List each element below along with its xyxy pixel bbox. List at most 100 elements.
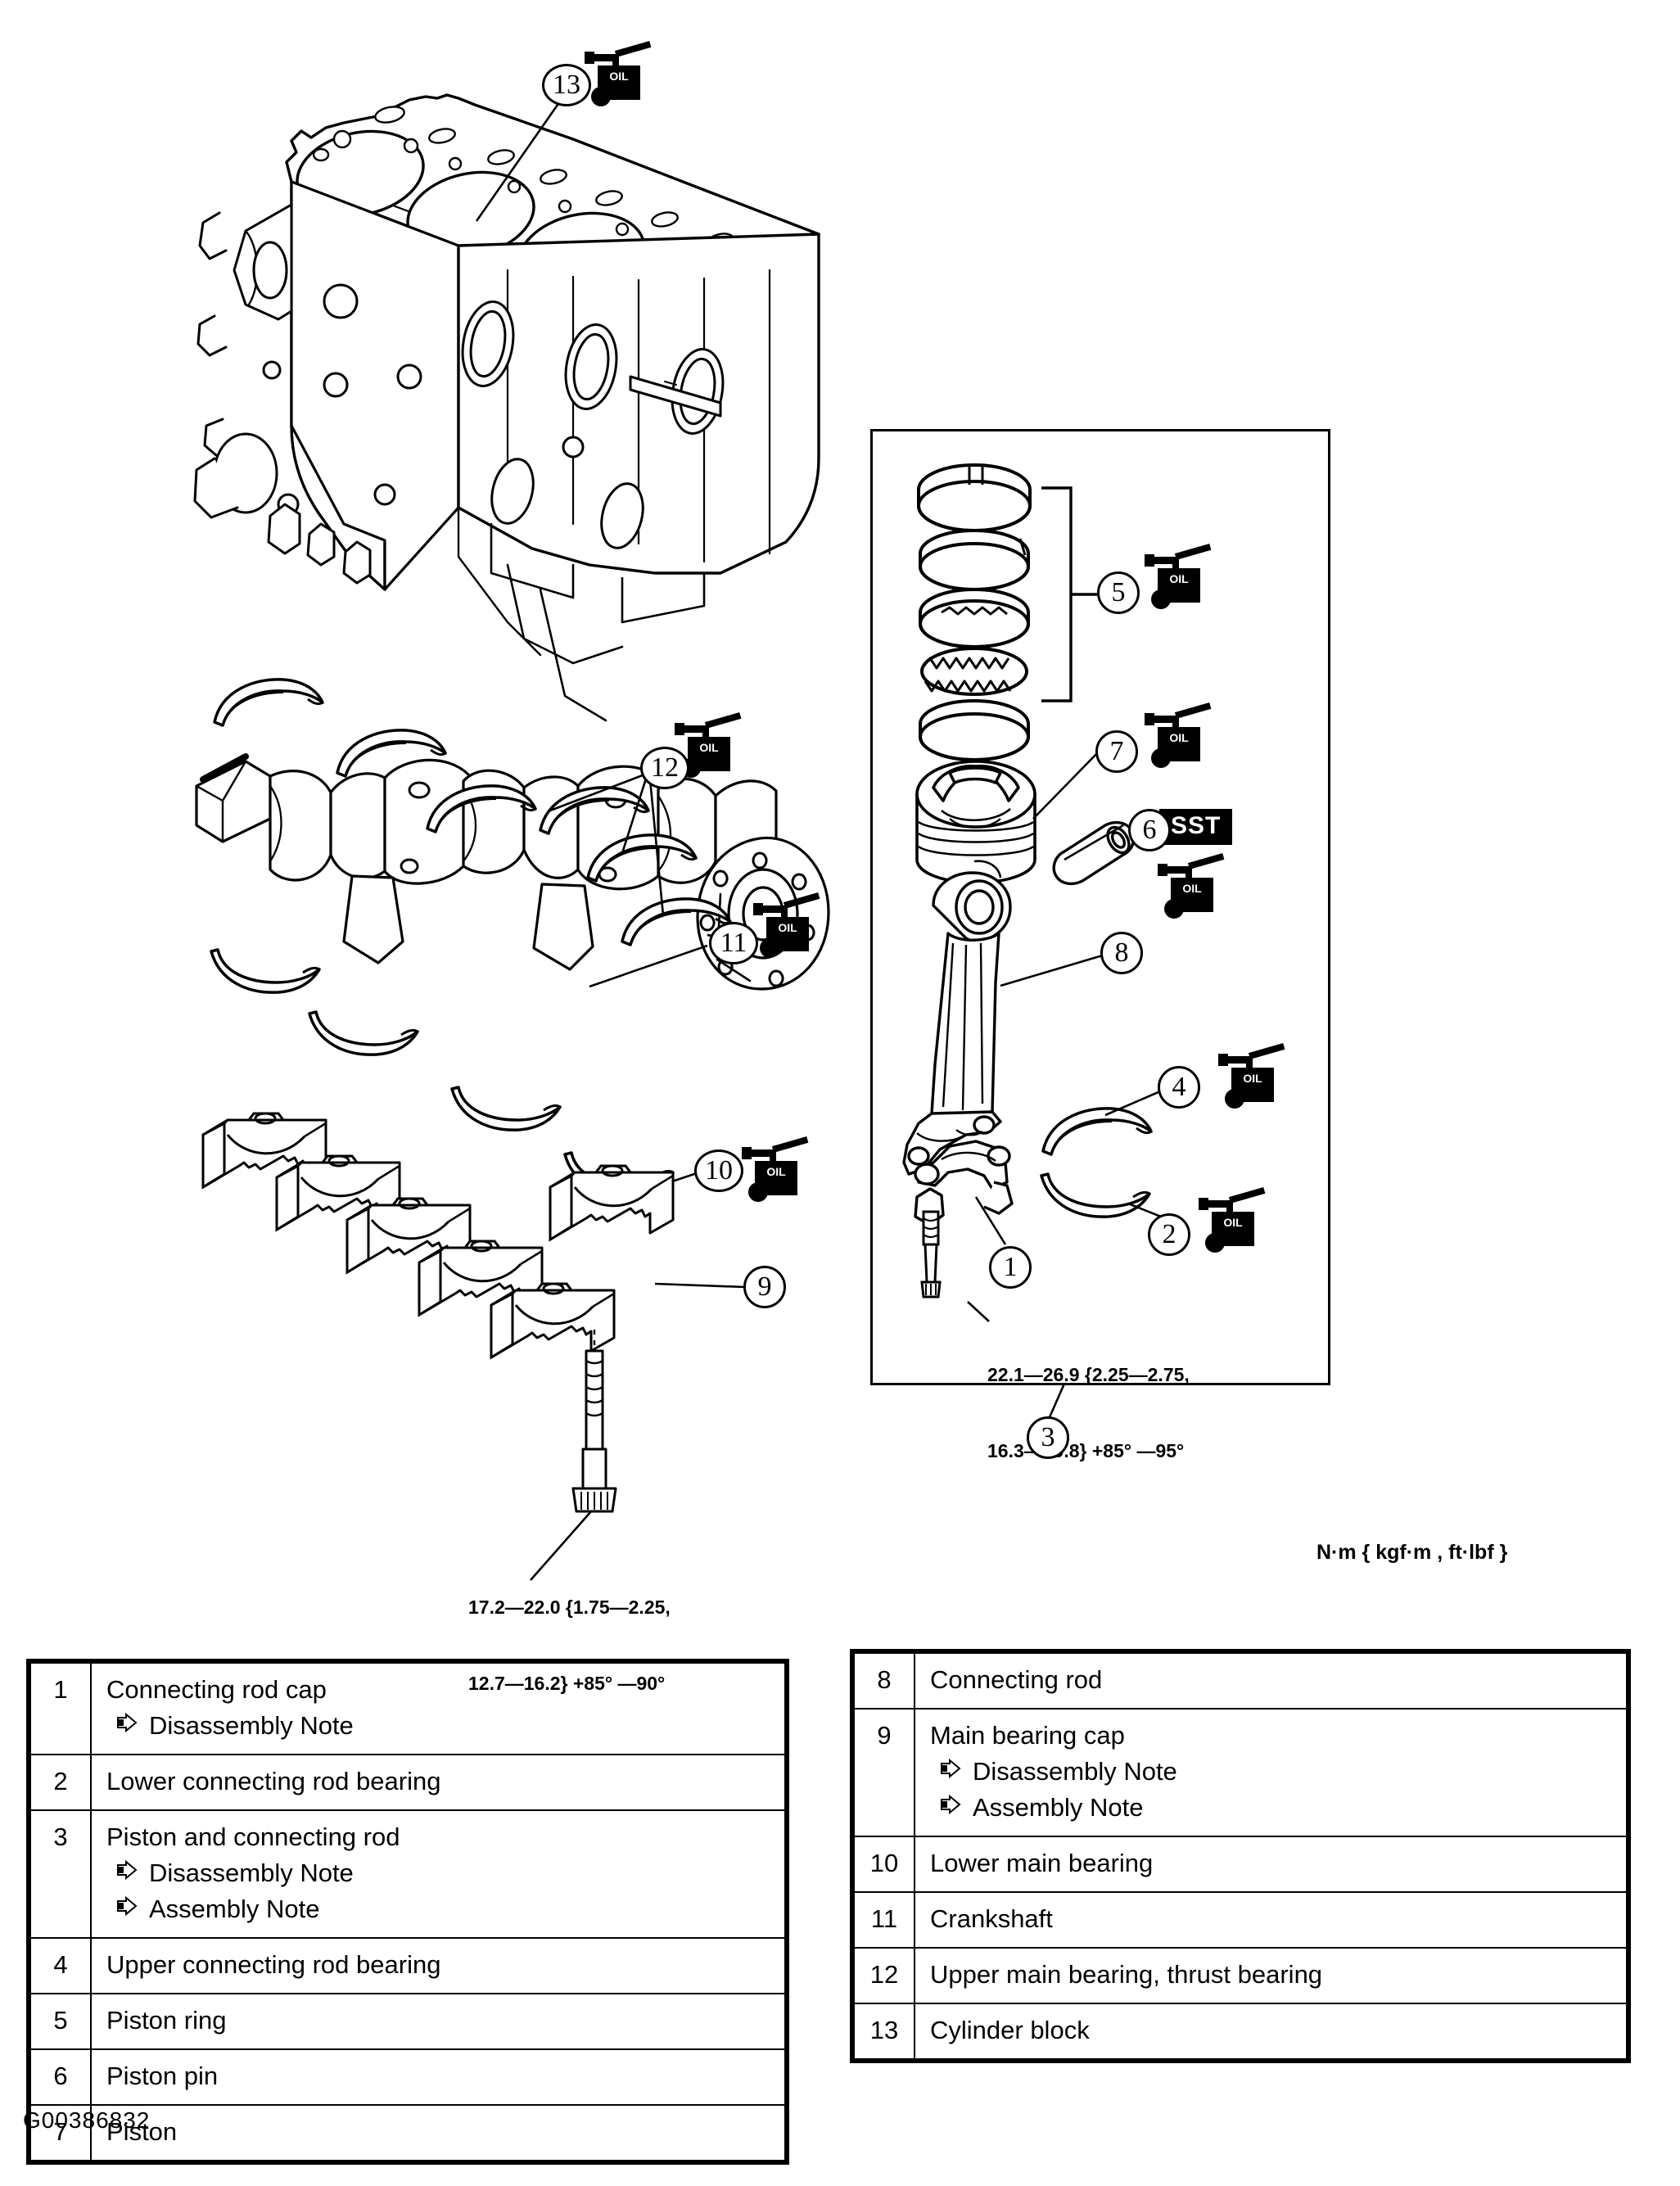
leader-13 bbox=[475, 96, 565, 222]
callout-9[interactable]: 9 bbox=[743, 1266, 786, 1308]
row-name: Piston and connecting rod Disassembly No… bbox=[90, 1809, 786, 1940]
table-row[interactable]: 6 Piston pin bbox=[29, 2048, 786, 2107]
callout-13[interactable]: 13 bbox=[542, 64, 591, 106]
leader-conrod-bolt-torque bbox=[967, 1301, 990, 1322]
callout-3[interactable]: 3 bbox=[1027, 1416, 1069, 1459]
part-name: Lower connecting rod bearing bbox=[106, 1767, 441, 1796]
callout-11[interactable]: 11 bbox=[709, 922, 758, 964]
note-line: Disassembly Note bbox=[106, 1855, 775, 1891]
table-row[interactable]: 10 Lower main bearing bbox=[853, 1836, 1628, 1894]
oil-can-label: OIL bbox=[699, 741, 719, 754]
torque-line-1: 22.1—26.9 {2.25—2.75, bbox=[987, 1364, 1190, 1386]
callout-6-number: 6 bbox=[1142, 815, 1157, 845]
oil-can-base bbox=[1205, 1233, 1225, 1253]
oil-can-label: OIL bbox=[1182, 882, 1202, 895]
part-name: Piston pin bbox=[106, 2062, 219, 2091]
callout-5[interactable]: 5 bbox=[1097, 571, 1140, 614]
table-row[interactable]: 3 Piston and connecting rod Disassembly … bbox=[29, 1809, 786, 1940]
leader-7 bbox=[1032, 751, 1100, 820]
row-number: 2 bbox=[29, 1754, 92, 1812]
connecting-rod-drawing bbox=[902, 871, 1012, 1176]
table-row[interactable]: 1 Connecting rod cap Disassembly Note bbox=[29, 1661, 786, 1756]
table-row[interactable]: 8 Connecting rod bbox=[853, 1651, 1628, 1710]
oil-can-spout-arm bbox=[753, 903, 784, 915]
parts-legend-left-body: 1 Connecting rod cap Disassembly Note 2 … bbox=[29, 1661, 786, 2162]
row-number: 1 bbox=[29, 1661, 92, 1756]
table-row[interactable]: 5 Piston ring bbox=[29, 1993, 786, 2051]
row-number: 6 bbox=[29, 2048, 92, 2107]
piston-rings bbox=[917, 463, 1032, 761]
part-name: Main bearing cap bbox=[930, 1721, 1125, 1750]
leader-4 bbox=[1104, 1087, 1167, 1117]
pointing-hand-icon bbox=[117, 1895, 138, 1917]
callout-2-number: 2 bbox=[1162, 1219, 1176, 1249]
callout-5-number: 5 bbox=[1111, 577, 1126, 607]
cylinder-block-drawing bbox=[193, 93, 820, 722]
part-name: Cylinder block bbox=[930, 2016, 1090, 2045]
row-number: 13 bbox=[853, 2003, 915, 2061]
callout-2[interactable]: 2 bbox=[1148, 1213, 1190, 1256]
table-row[interactable]: 7 Piston bbox=[29, 2104, 786, 2162]
oil-can-label: OIL bbox=[609, 70, 629, 83]
callout-1-number: 1 bbox=[1003, 1252, 1018, 1282]
row-name: Main bearing cap Disassembly Note bbox=[914, 1708, 1628, 1838]
sst-label: SST bbox=[1171, 812, 1222, 839]
oil-can-spout-stem bbox=[1172, 716, 1179, 730]
leader-11b bbox=[589, 944, 708, 988]
table-row[interactable]: 11 Crankshaft bbox=[853, 1891, 1628, 1949]
oil-can-base bbox=[1225, 1089, 1244, 1109]
oil-can-spout-arm bbox=[1145, 713, 1176, 725]
callout-10-number: 10 bbox=[705, 1155, 733, 1186]
oil-can-label: OIL bbox=[1169, 731, 1189, 744]
callout-8-number: 8 bbox=[1114, 937, 1129, 968]
callout-1[interactable]: 1 bbox=[989, 1246, 1032, 1289]
oil-can-label: OIL bbox=[1243, 1072, 1262, 1085]
table-row[interactable]: 13 Cylinder block bbox=[853, 2003, 1628, 2061]
main-bearing-cap-bolt bbox=[571, 1330, 617, 1513]
connecting-rod-bolt bbox=[920, 1210, 942, 1299]
oil-can-spout-stem bbox=[1185, 866, 1192, 881]
oil-can-base bbox=[748, 1182, 768, 1202]
part-name: Lower main bearing bbox=[930, 1849, 1154, 1878]
table-row[interactable]: 2 Lower connecting rod bearing bbox=[29, 1754, 786, 1812]
oil-can-base bbox=[591, 87, 611, 106]
callout-6[interactable]: 6 bbox=[1128, 809, 1171, 851]
callout-4[interactable]: 4 bbox=[1158, 1066, 1200, 1109]
oil-can-spout-arm bbox=[1145, 554, 1176, 567]
connecting-rod-cap-drawing bbox=[914, 1140, 1014, 1226]
table-row[interactable]: 12 Upper main bearing, thrust bearing bbox=[853, 1947, 1628, 2005]
leader-6 bbox=[1064, 824, 1124, 861]
callout-12[interactable]: 12 bbox=[640, 747, 689, 789]
callout-10[interactable]: 10 bbox=[694, 1149, 743, 1192]
row-number: 12 bbox=[853, 1947, 915, 2005]
oil-icon-2: OIL bbox=[1199, 1187, 1266, 1253]
row-name: Crankshaft bbox=[914, 1891, 1628, 1949]
pointing-hand-icon bbox=[117, 1859, 138, 1881]
row-name: Lower main bearing bbox=[914, 1836, 1628, 1894]
note-line: Assembly Note bbox=[930, 1790, 1616, 1826]
callout-12-number: 12 bbox=[651, 752, 679, 783]
part-name: Upper main bearing, thrust bearing bbox=[930, 1960, 1323, 1990]
part-name: Connecting rod bbox=[930, 1665, 1103, 1694]
units-legend: N·m { kgf·m , ft·lbf } bbox=[1316, 1541, 1508, 1564]
table-row[interactable]: 9 Main bearing cap Disassembly Note bbox=[853, 1708, 1628, 1838]
oil-can-label: OIL bbox=[1223, 1216, 1243, 1229]
oil-can-spout-arm bbox=[742, 1147, 773, 1159]
callout-9-number: 9 bbox=[757, 1271, 772, 1302]
callout-7[interactable]: 7 bbox=[1095, 730, 1138, 773]
oil-icon-5: OIL bbox=[1145, 544, 1212, 609]
row-name: Lower connecting rod bearing bbox=[90, 1754, 786, 1812]
callout-4-number: 4 bbox=[1172, 1072, 1186, 1102]
part-name: Upper connecting rod bearing bbox=[106, 1950, 441, 1980]
note-label: Disassembly Note bbox=[149, 1711, 354, 1741]
image-code: G00386832 bbox=[23, 2107, 151, 2133]
row-name: Piston pin bbox=[90, 2048, 786, 2107]
oil-can-spout-stem bbox=[702, 725, 709, 740]
callout-8[interactable]: 8 bbox=[1100, 932, 1143, 974]
table-row[interactable]: 4 Upper connecting rod bearing bbox=[29, 1937, 786, 1995]
piston-pin-drawing bbox=[1052, 820, 1136, 886]
oil-can-spout-arm bbox=[585, 52, 616, 64]
bracket-piston-rings bbox=[1041, 486, 1099, 702]
oil-can-spout-stem bbox=[781, 906, 788, 920]
